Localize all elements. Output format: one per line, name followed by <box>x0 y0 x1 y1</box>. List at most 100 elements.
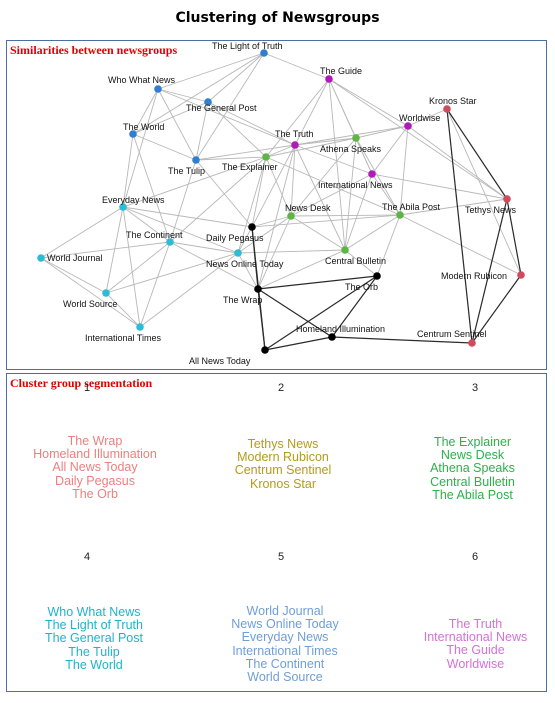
edge-truth-athena <box>294 137 357 146</box>
node-label-intnews: International News <box>318 180 393 190</box>
edge-athena-intnews <box>355 137 373 175</box>
node-label-continent: The Continent <box>126 230 183 240</box>
node-athena <box>352 134 360 142</box>
edge-abila-central <box>344 214 401 251</box>
cluster-5-member: International Times <box>232 643 338 658</box>
node-label-everyday: Everyday News <box>102 195 165 205</box>
edge-light-world <box>132 52 265 135</box>
edge-everyday-nonline <box>122 206 239 254</box>
node-label-truth: The Truth <box>275 129 314 139</box>
edge-guide-tethys <box>328 78 508 200</box>
edge-tulip-explainer <box>195 156 267 161</box>
edge-explainer-continent <box>169 156 267 243</box>
cluster-5-member: Everyday News <box>241 630 329 645</box>
edge-newsdesk-pegasus <box>251 215 292 228</box>
node-label-athena: Athena Speaks <box>320 144 382 154</box>
edge-genpost-world <box>132 101 209 135</box>
node-label-world: The World <box>123 122 164 132</box>
cluster-1-member: Daily Pegasus <box>55 473 135 488</box>
edge-light-whowhat <box>157 52 265 90</box>
cluster-2-member: Tethys News <box>247 437 319 451</box>
node-label-rubicon: Modern Rubicon <box>441 271 507 281</box>
edge-intnews-newsdesk <box>290 173 373 217</box>
edge-nonline-wrap <box>237 252 259 290</box>
edge-central-orb <box>344 249 378 277</box>
edge-tulip-continent <box>169 159 197 243</box>
edge-continent-inttimes <box>139 241 171 328</box>
node-label-tulip: The Tulip <box>168 166 205 176</box>
node-sentinel <box>468 339 476 347</box>
node-label-genpost: The General Post <box>186 103 257 113</box>
node-genpost <box>204 98 212 106</box>
edge-tulip-truth <box>195 144 296 161</box>
node-label-wrap: The Wrap <box>223 295 262 305</box>
edge-everyday-continent <box>122 206 171 243</box>
edge-world-everyday <box>122 133 134 208</box>
node-nonline <box>234 249 242 257</box>
edge-world-tulip <box>132 133 197 161</box>
node-homeland <box>328 333 336 341</box>
edge-truth-intnews <box>294 144 373 175</box>
edge-genpost-tulip <box>195 101 209 161</box>
node-tethys <box>503 195 511 203</box>
cluster-3-member: Athena Speaks <box>430 461 515 476</box>
cluster-1-list: The Wrap Homeland Illumination All News … <box>5 434 185 501</box>
edge-light-genpost <box>207 52 265 103</box>
node-wsource <box>102 289 110 297</box>
edge-athena-newsdesk <box>290 137 357 217</box>
cluster-3-member: The Abila Post <box>432 487 513 502</box>
edge-kronos-rubicon <box>446 108 522 276</box>
edge-continent-nonline <box>169 241 239 254</box>
edge-light-guide <box>263 52 330 80</box>
cluster-6-list: The Truth International News The Guide W… <box>403 617 548 671</box>
node-worldwise <box>404 122 412 130</box>
cluster-4-member: The Light of Truth <box>45 618 143 633</box>
edge-athena-abila <box>355 137 401 216</box>
edge-explainer-everyday <box>122 156 267 208</box>
cluster-6-member: The Truth <box>448 617 503 631</box>
edge-explainer-abila <box>265 156 401 216</box>
network-panel-title: Similarities between newsgroups <box>10 43 178 57</box>
cluster-6-number: 6 <box>471 551 479 563</box>
edge-worldwise-truth <box>294 125 409 146</box>
cluster-4-member: The General Post <box>45 631 143 646</box>
strong-edge-homeland-allnews <box>264 336 333 351</box>
node-continent <box>166 238 174 246</box>
edge-newsdesk-nonline <box>237 215 292 254</box>
edge-whowhat-genpost <box>157 88 209 103</box>
edge-truth-newsdesk <box>290 144 296 217</box>
cluster-3-number: 3 <box>471 382 479 394</box>
node-intnews <box>368 170 376 178</box>
edge-athena-explainer <box>265 137 357 158</box>
cluster-1-member: The Wrap <box>67 434 123 448</box>
cluster-1-number: 1 <box>83 382 91 394</box>
edge-continent-wsource <box>105 241 171 294</box>
edge-guide-central <box>328 78 346 251</box>
node-wrap <box>254 285 262 293</box>
cluster-5-list: World Journal News Online Today Everyday… <box>205 604 365 684</box>
edge-whowhat-everyday <box>122 88 159 208</box>
cluster-5-member: The Continent <box>245 656 325 671</box>
strong-edge-wrap-allnews <box>257 288 266 351</box>
cluster-6-member: Worldwise <box>446 656 505 671</box>
cluster-4-member: The World <box>65 657 123 672</box>
cluster-4-member: Who What News <box>47 605 141 619</box>
strong-edge-rubicon-sentinel <box>471 274 522 344</box>
edge-intnews-tethys <box>371 173 508 200</box>
edge-worldwise-kronos <box>407 108 448 127</box>
cluster-2-number: 2 <box>277 382 285 394</box>
node-inttimes <box>136 323 144 331</box>
edge-whowhat-truth <box>157 88 296 146</box>
edge-worldwise-athena <box>355 125 409 139</box>
node-label-worldwise: Worldwise <box>399 113 440 123</box>
cluster-2-member: Kronos Star <box>249 476 316 491</box>
edge-central-nonline <box>237 249 346 254</box>
node-abila <box>396 211 404 219</box>
edge-everyday-wsource <box>105 206 124 294</box>
node-kronos <box>443 105 451 113</box>
edge-explainer-pegasus <box>251 156 267 228</box>
node-central <box>341 246 349 254</box>
cluster-3-list: The Explainer News Desk Athena Speaks Ce… <box>400 435 545 502</box>
edge-explainer-newsdesk <box>265 156 292 217</box>
